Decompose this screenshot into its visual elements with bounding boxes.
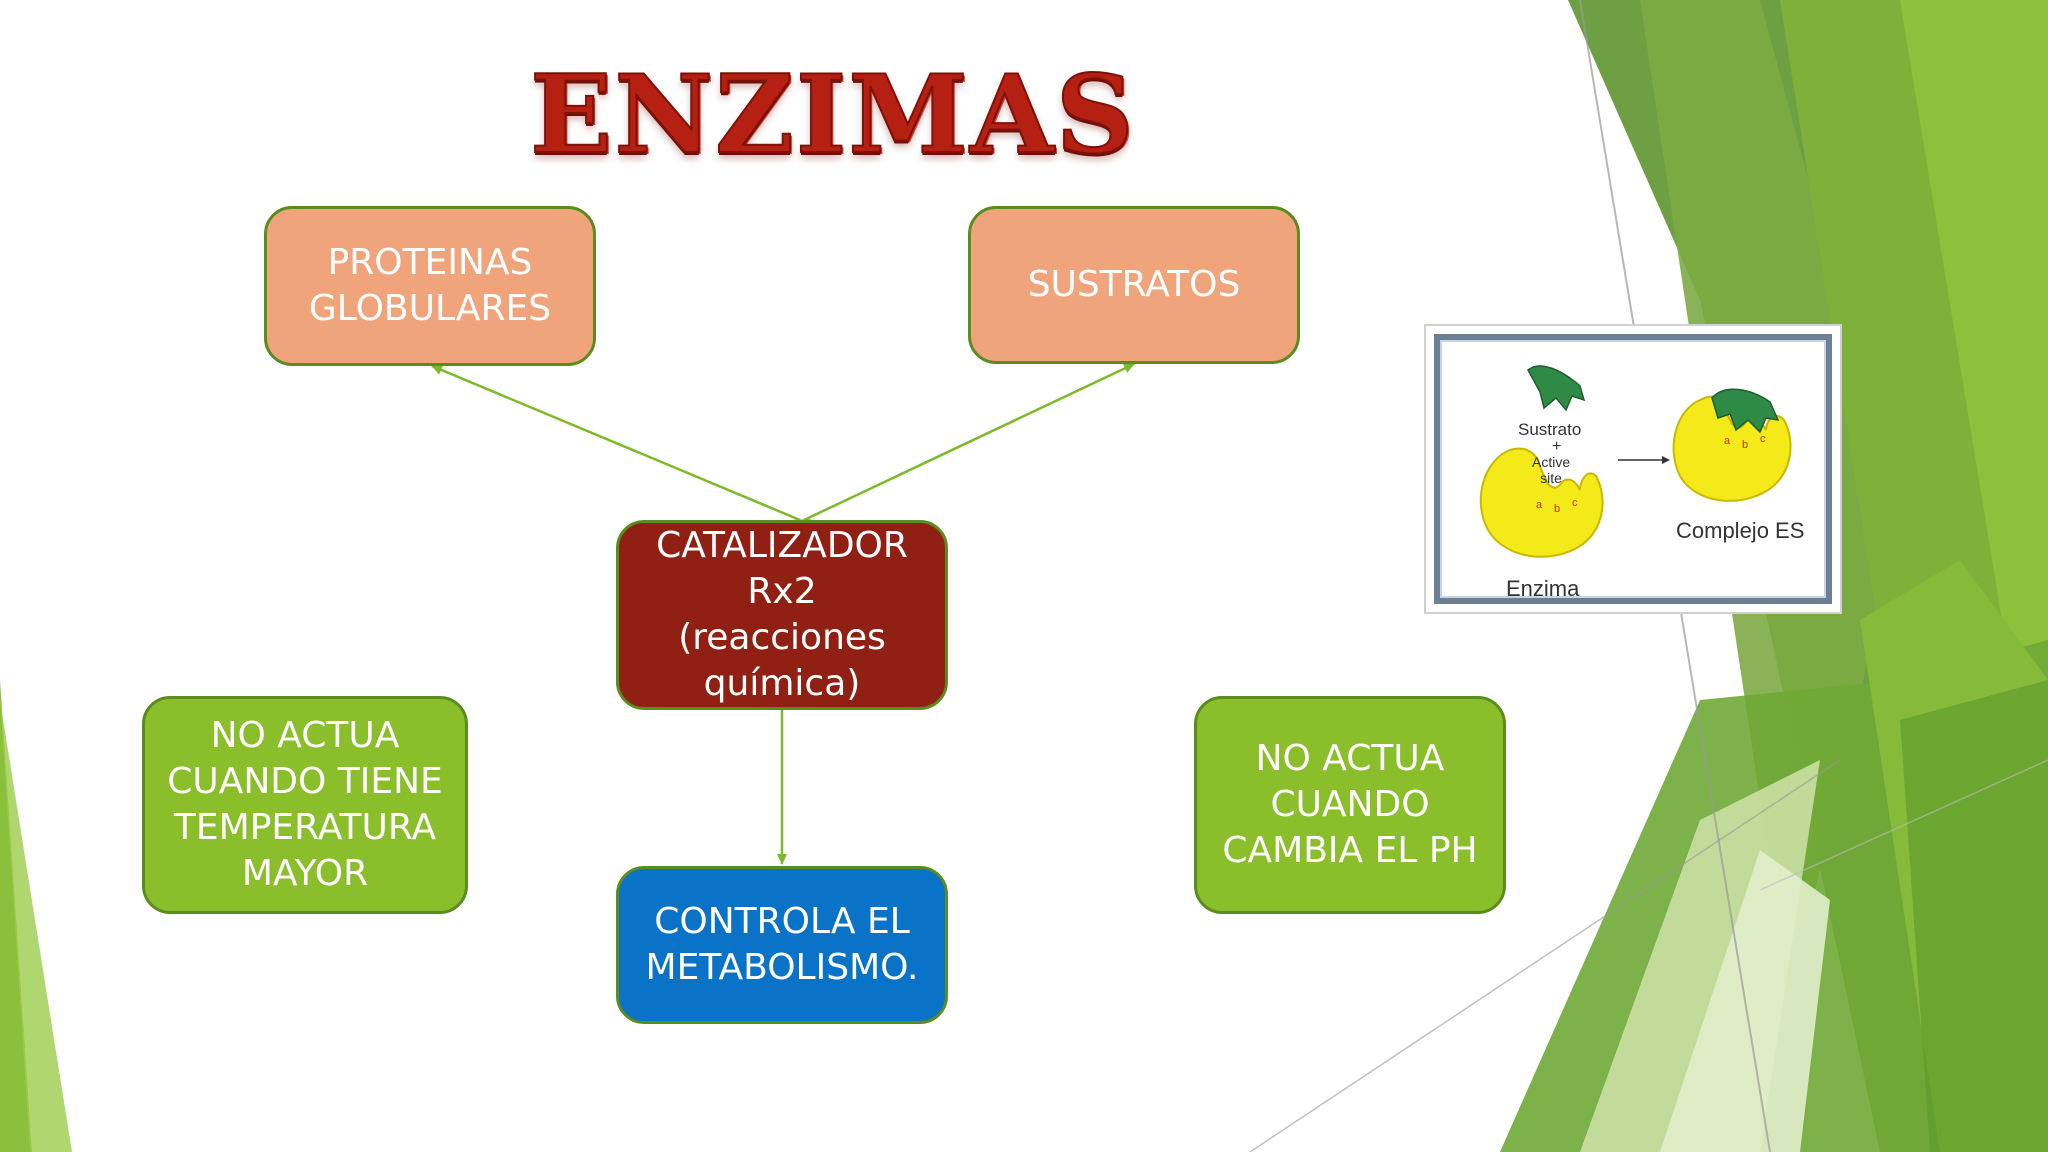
figure-label-active-site: Active site	[1532, 454, 1571, 486]
node-metabolismo: CONTROLA EL METABOLISMO.	[616, 866, 948, 1024]
complex-substrate-shape	[1711, 388, 1780, 434]
node-catalizador: CATALIZADOR Rx2 (reacciones química)	[616, 520, 948, 710]
bg-line-3	[1759, 759, 2048, 891]
figure-label-plus: +	[1552, 438, 1562, 455]
node-metabolismo-label: CONTROLA EL METABOLISMO.	[645, 901, 919, 988]
site-letter-b: b	[1554, 503, 1560, 515]
bg-line-2	[1249, 759, 1841, 1152]
node-ph-label: NO ACTUA CUANDO CAMBIA EL PH	[1222, 738, 1478, 871]
node-temperatura: NO ACTUA CUANDO TIENE TEMPERATURA MAYOR	[142, 696, 468, 914]
node-catalizador-label: CATALIZADOR Rx2 (reacciones química)	[656, 525, 908, 704]
node-proteinas-globulares: PROTEINAS GLOBULARES	[264, 206, 596, 366]
node-sustratos-label: SUSTRATOS	[1027, 264, 1241, 305]
substrate-shape	[1527, 365, 1586, 412]
complex-letter-b: b	[1742, 439, 1748, 451]
bg-shape-left-2	[0, 700, 72, 1152]
figure-label-sustrato: Sustrato	[1518, 420, 1582, 439]
node-sustratos: SUSTRATOS	[968, 206, 1300, 364]
reaction-arrow-head	[1662, 456, 1670, 464]
node-ph: NO ACTUA CUANDO CAMBIA EL PH	[1194, 696, 1506, 914]
node-temperatura-label: NO ACTUA CUANDO TIENE TEMPERATURA MAYOR	[167, 715, 443, 894]
site-letter-c: c	[1572, 497, 1578, 509]
figure-frame: a b c a b c Sustrato + Active site Enzim…	[1434, 334, 1832, 604]
node-proteinas-label: PROTEINAS GLOBULARES	[308, 242, 552, 329]
figure-label-complejo: Complejo ES	[1676, 518, 1805, 543]
figure-drawing: a b c a b c	[1479, 365, 1792, 558]
site-letter-a: a	[1536, 499, 1543, 511]
complex-letter-a: a	[1724, 435, 1731, 447]
complex-letter-c: c	[1760, 433, 1766, 445]
figure-label-enzima: Enzima	[1506, 576, 1580, 601]
enzyme-substrate-figure: a b c a b c Sustrato + Active site Enzim…	[1424, 324, 1842, 614]
enzyme-shape	[1479, 447, 1604, 558]
page-title: ENZIMAS	[529, 51, 1136, 179]
bg-shape-deep	[1900, 680, 2048, 1152]
